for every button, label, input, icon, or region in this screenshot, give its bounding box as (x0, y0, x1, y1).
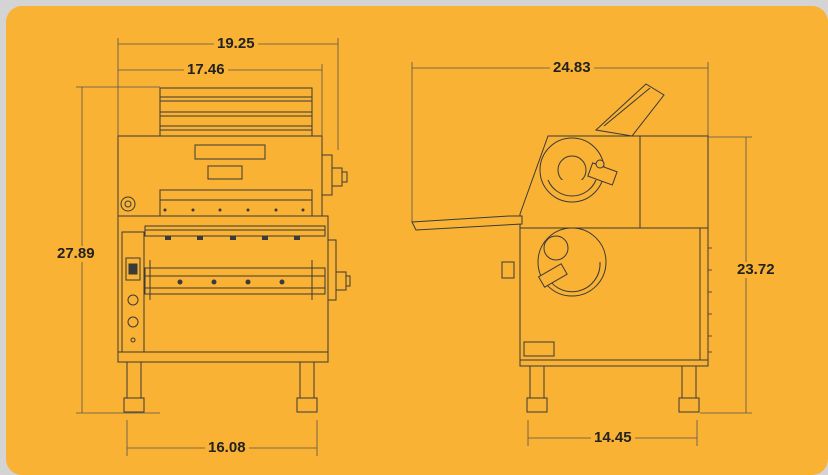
side-legs (526, 365, 700, 413)
side-view-machine (411, 83, 712, 413)
side-housing-ribs (708, 247, 712, 353)
front-legs (123, 361, 318, 413)
front-upper-bolts (163, 208, 305, 212)
front-label-plate (194, 144, 266, 160)
side-lower-roller (537, 227, 607, 297)
dim-front-height: 27.89 (54, 246, 98, 262)
dim-side-total-width: 24.83 (550, 60, 594, 76)
side-hopper-chute (594, 83, 665, 137)
dim-front-leg-span: 16.08 (205, 440, 249, 456)
dim-side-leg-span: 14.45 (591, 430, 635, 446)
front-base (117, 351, 329, 363)
side-base (519, 359, 709, 367)
front-top-rollers (159, 87, 313, 137)
diagram-canvas (76, 38, 752, 456)
dim-front-inner-width: 17.46 (184, 62, 228, 78)
side-upper-roller (539, 137, 618, 203)
front-adjust-knob-lower (327, 239, 351, 301)
diagram-panel: 19.25 17.46 27.89 16.08 24.83 23.72 14.4… (6, 6, 828, 475)
side-feed-tray (411, 215, 523, 231)
side-label-plate (523, 341, 555, 357)
front-adjust-knob-upper (321, 154, 348, 196)
front-view-machine (117, 87, 351, 413)
side-knob (501, 261, 515, 279)
dim-side-height: 23.72 (734, 262, 778, 278)
front-control-panel (121, 231, 145, 353)
front-roller-assembly (144, 260, 326, 300)
front-label-plate-small (207, 165, 243, 180)
dim-front-top-width: 19.25 (214, 36, 258, 52)
front-middle-bolts (165, 236, 300, 240)
